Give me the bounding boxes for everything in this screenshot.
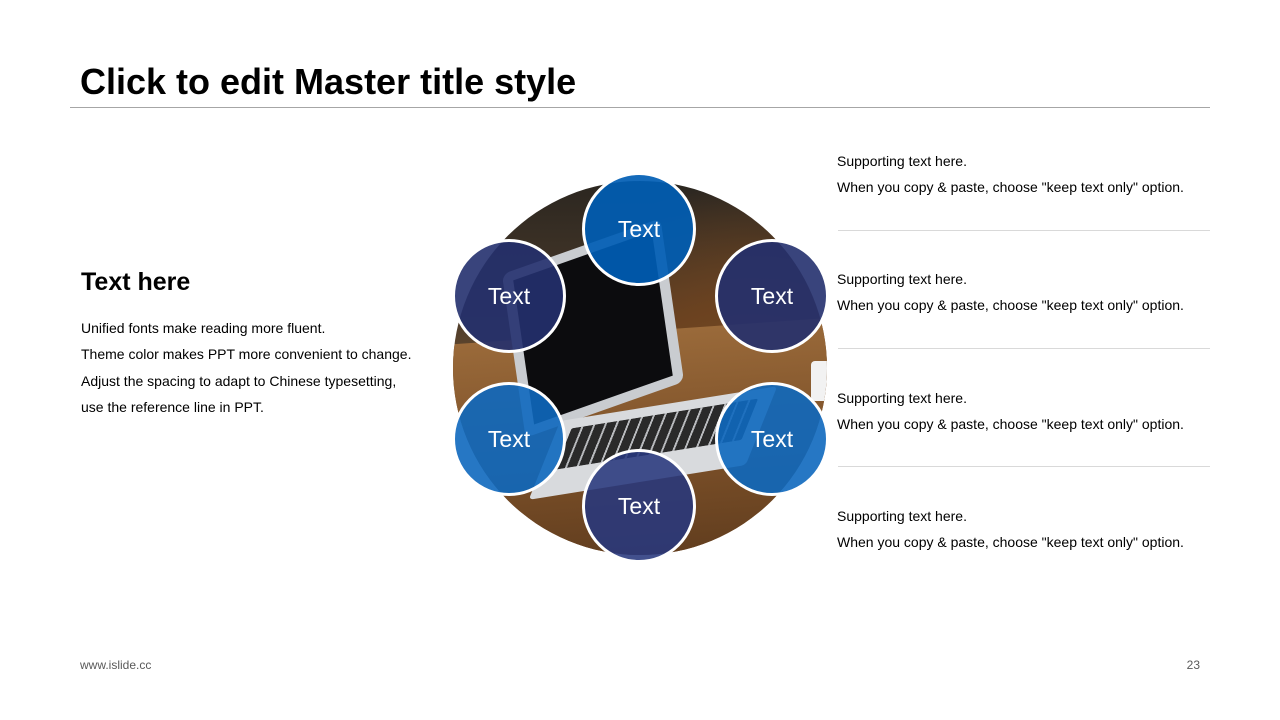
left-body-line: Unified fonts make reading more fluent. [81,320,326,336]
hub-node-top[interactable]: Text [582,172,696,286]
supporting-text-body: When you copy & paste, choose "keep text… [837,534,1184,551]
supporting-text-body: When you copy & paste, choose "keep text… [837,297,1184,314]
page-number: 23 [1186,658,1200,672]
hub-node-lower-right[interactable]: Text [715,382,829,496]
hub-node-lower-left[interactable]: Text [452,382,566,496]
mug [811,361,827,401]
hub-node-upper-right[interactable]: Text [715,239,829,353]
slide-title[interactable]: Click to edit Master title style [80,61,577,102]
supporting-text-body: When you copy & paste, choose "keep text… [837,416,1184,433]
supporting-text-title: Supporting text here. [837,390,967,406]
supporting-text-2[interactable]: Supporting text here. When you copy & pa… [837,266,1217,319]
supporting-text-4[interactable]: Supporting text here. When you copy & pa… [837,503,1217,556]
left-body-text[interactable]: Unified fonts make reading more fluent. … [81,315,441,420]
supporting-text-title: Supporting text here. [837,271,967,287]
circular-hub-diagram: Text Text Text Text Text Text [448,170,832,564]
left-body-line: Adjust the spacing to adapt to Chinese t… [81,372,397,389]
footer-url: www.islide.cc [80,658,152,672]
supporting-text-1[interactable]: Supporting text here. When you copy & pa… [837,148,1217,201]
hub-node-bottom[interactable]: Text [582,449,696,563]
supporting-text-body: When you copy & paste, choose "keep text… [837,179,1184,196]
hub-node-upper-left[interactable]: Text [452,239,566,353]
title-divider [70,107,1210,108]
separator-line [838,466,1210,467]
separator-line [838,348,1210,349]
supporting-text-3[interactable]: Supporting text here. When you copy & pa… [837,385,1217,438]
supporting-text-title: Supporting text here. [837,153,967,169]
left-heading[interactable]: Text here [81,268,191,296]
supporting-text-title: Supporting text here. [837,508,967,524]
left-body-line: Theme color makes PPT more convenient to… [81,346,412,363]
left-body-line: use the reference line in PPT. [81,398,264,415]
separator-line [838,230,1210,231]
